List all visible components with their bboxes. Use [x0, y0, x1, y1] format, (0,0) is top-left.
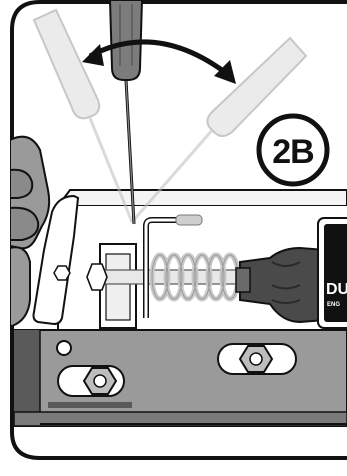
- rail-hole: [57, 341, 71, 355]
- brand-sub-label: ENG: [327, 302, 340, 308]
- left-adjustment-slot: [58, 366, 124, 396]
- hex-nut-icon: [87, 264, 107, 290]
- hex-nut-icon: [240, 346, 272, 372]
- right-adjustment-slot: [218, 344, 296, 374]
- housing-top-plate: [58, 190, 347, 206]
- hex-nut-icon: [84, 368, 116, 394]
- threaded-rod: [90, 270, 260, 284]
- brand-block: DU ENG: [318, 218, 347, 328]
- step-label: 2B: [272, 133, 314, 171]
- step-badge: 2B: [259, 116, 327, 184]
- curved-double-arrow-icon: [82, 42, 236, 84]
- tension-spring: [152, 255, 238, 299]
- brand-label: DU: [326, 281, 347, 298]
